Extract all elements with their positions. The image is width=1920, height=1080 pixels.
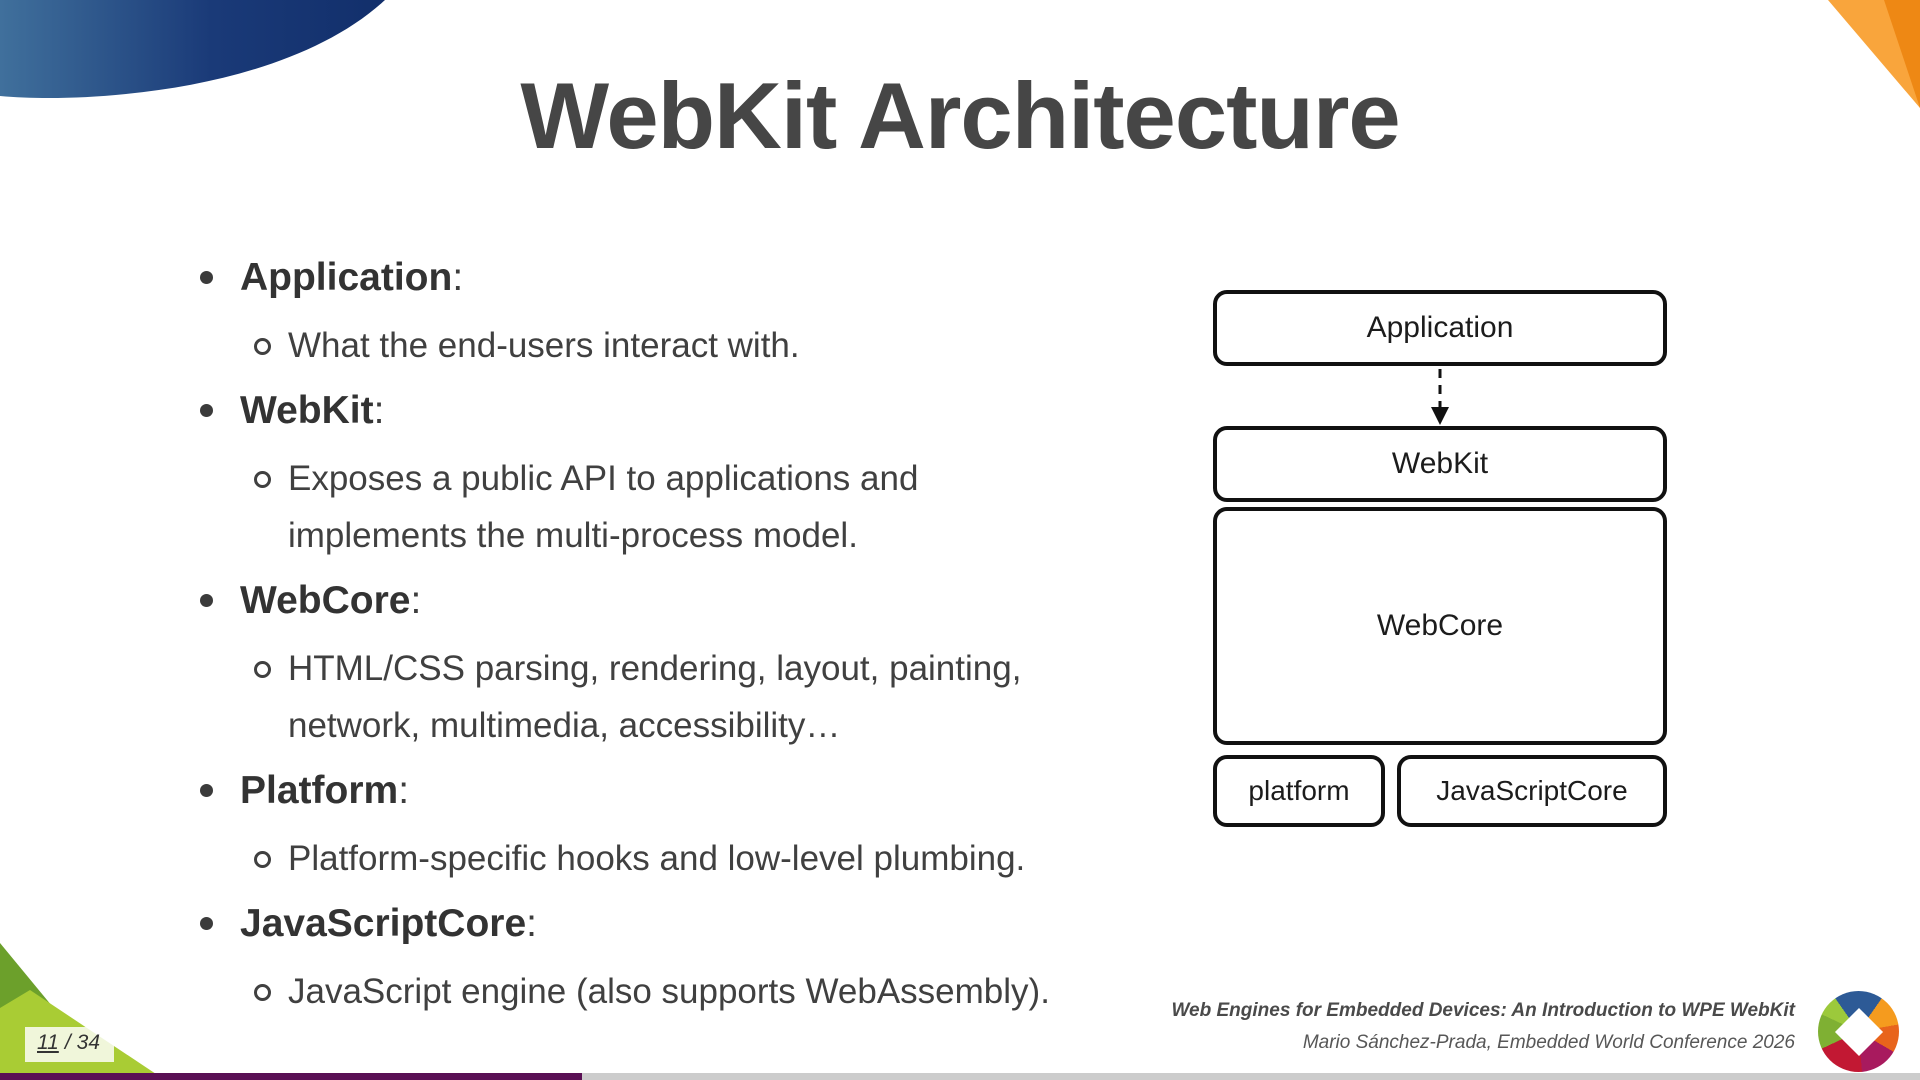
list-item: WebCore: HTML/CSS parsing, rendering, la… — [196, 577, 1056, 754]
list-item: JavaScriptCore: JavaScript engine (also … — [196, 900, 1056, 1020]
bullet-term-suffix: : — [452, 256, 464, 299]
page-number: 11/34 — [25, 1027, 115, 1062]
list-item: Application: What the end-users interact… — [196, 254, 1056, 374]
bullet-detail: Exposes a public API to applications and… — [288, 459, 919, 555]
logo-diamond-icon — [1834, 1007, 1883, 1056]
bullet-dot-icon — [200, 917, 213, 930]
bullet-term: JavaScriptCore — [240, 902, 527, 945]
bullet-detail: What the end-users interact with. — [288, 326, 800, 365]
bullet-term: Platform — [240, 769, 399, 812]
diagram-box-application: Application — [1213, 290, 1667, 366]
bullet-term-suffix: : — [410, 579, 422, 622]
sub-bullet-circle-icon — [254, 338, 271, 355]
footer-author-conference: Mario Sánchez-Prada, Embedded World Conf… — [1302, 1032, 1795, 1053]
bullet-term: WebCore — [240, 579, 411, 622]
diagram-box-webkit: WebKit — [1213, 426, 1667, 502]
bullet-dot-icon — [200, 271, 213, 284]
page-title: WebKit Architecture — [520, 63, 1400, 168]
bullet-term-suffix: : — [373, 389, 385, 432]
slide-progress-bar[interactable] — [0, 1073, 1920, 1080]
bullet-term: Application — [240, 256, 453, 299]
bullet-detail: Platform-specific hooks and low-level pl… — [288, 839, 1026, 878]
slide-footer: Web Engines for Embedded Devices: An Int… — [1171, 1000, 1795, 1054]
bullet-dot-icon — [200, 594, 213, 607]
bullet-term-suffix: : — [526, 902, 537, 945]
page-number-separator: / — [64, 1031, 71, 1054]
bullet-dot-icon — [200, 404, 213, 417]
list-item: Platform: Platform-specific hooks and lo… — [196, 767, 1056, 887]
bullet-list: Application: What the end-users interact… — [196, 254, 1056, 1033]
slide-progress-fill — [0, 1073, 582, 1080]
bullet-detail: JavaScript engine (also supports WebAsse… — [288, 972, 1050, 1011]
bullet-term-suffix: : — [398, 769, 410, 812]
list-item: WebKit: Exposes a public API to applicat… — [196, 387, 1056, 564]
architecture-diagram: Application WebKit WebCore platform Java… — [1213, 290, 1667, 827]
corner-triangles-top-right — [1828, 0, 1920, 108]
page-number-total: 34 — [76, 1031, 101, 1054]
page-number-current-link[interactable]: 11 — [37, 1031, 59, 1054]
footer-presentation-title: Web Engines for Embedded Devices: An Int… — [1171, 1000, 1795, 1021]
sub-bullet-circle-icon — [254, 661, 271, 678]
igalia-logo — [1818, 991, 1899, 1072]
bullet-detail: HTML/CSS parsing, rendering, layout, pai… — [288, 649, 1022, 745]
sub-bullet-circle-icon — [254, 471, 271, 488]
diagram-box-platform: platform — [1213, 755, 1385, 827]
corner-swoosh-top-left — [0, 0, 385, 99]
diagram-arrow-down — [1213, 366, 1667, 426]
bullet-term: WebKit — [240, 389, 374, 432]
diagram-box-webcore: WebCore — [1213, 507, 1667, 745]
bullet-dot-icon — [200, 784, 213, 797]
sub-bullet-circle-icon — [254, 984, 271, 1001]
diagram-box-javascriptcore: JavaScriptCore — [1397, 755, 1667, 827]
sub-bullet-circle-icon — [254, 851, 271, 868]
